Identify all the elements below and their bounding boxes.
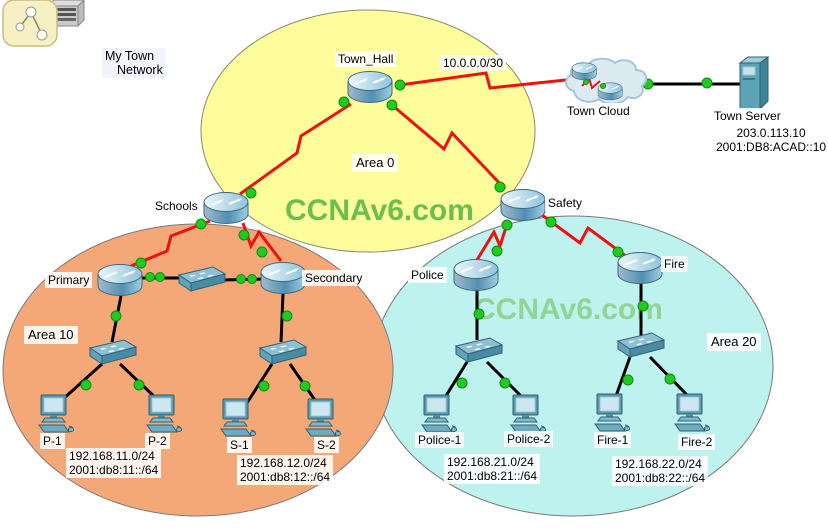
link-status-dots xyxy=(80,77,713,392)
label-fire-lan-network: 192.168.22.0/24 2001:db8:22::/64 xyxy=(612,456,709,486)
area-10-ellipse[interactable] xyxy=(2,223,394,517)
label-fire2: Fire-2 xyxy=(678,434,716,450)
workspace-title: My Town Network xyxy=(102,48,166,78)
fire-lan-ipv4: 192.168.22.0/24 xyxy=(615,457,702,471)
label-town-hall: Town_Hall xyxy=(335,51,397,67)
router-icon-town-hall[interactable] xyxy=(347,70,393,104)
label-p1: P-1 xyxy=(40,433,65,449)
serial-link-townhall-safety[interactable] xyxy=(391,103,507,191)
serial-link-safety-fire[interactable] xyxy=(541,213,628,259)
police-lan-ipv4: 192.168.21.0/24 xyxy=(447,455,534,469)
label-p2: P-2 xyxy=(145,433,170,449)
label-police1: Police-1 xyxy=(415,432,465,448)
serial-link-schools-primary[interactable] xyxy=(130,219,211,268)
cloud-mini-dot-right xyxy=(600,83,606,89)
area-20-ellipse[interactable] xyxy=(372,215,774,517)
fire-lan-ipv6: 2001:db8:22::/64 xyxy=(615,471,706,485)
label-schools: Schools xyxy=(152,198,201,214)
label-police: Police xyxy=(408,267,447,283)
label-server-addresses: 203.0.113.10 2001:DB8:ACAD::10 xyxy=(713,125,828,155)
label-police-lan-network: 192.168.21.0/24 2001:db8:21::/64 xyxy=(444,454,541,484)
workspace-title-line1: My Town xyxy=(105,49,155,63)
server-icon-town-server[interactable] xyxy=(739,56,769,110)
label-secondary: Secondary xyxy=(302,270,366,286)
router-icon-fire[interactable] xyxy=(617,251,663,285)
police-lan-ipv6: 2001:db8:21::/64 xyxy=(447,469,538,483)
eth-link-policesw-police1[interactable] xyxy=(442,361,469,400)
label-s2: S-2 xyxy=(314,437,339,453)
router-icon-primary[interactable] xyxy=(97,263,143,297)
label-safety: Safety xyxy=(545,195,586,211)
label-primary-lan-network: 192.168.11.0/24 2001:db8:11::/64 xyxy=(66,448,162,478)
secondary-lan-ipv4: 192.168.12.0/24 xyxy=(240,456,327,470)
label-secondary-lan-network: 192.168.12.0/24 2001:db8:12::/64 xyxy=(237,455,334,485)
router-icon-secondary[interactable] xyxy=(260,261,306,295)
label-wan-subnet: 10.0.0.0/30 xyxy=(440,55,507,71)
cluster-icon[interactable] xyxy=(2,0,58,47)
label-police2: Police-2 xyxy=(504,431,554,447)
primary-lan-ipv6: 2001:db8:11::/64 xyxy=(69,463,159,477)
label-primary: Primary xyxy=(45,272,93,288)
label-s1: S-1 xyxy=(227,437,252,453)
router-icon-safety[interactable] xyxy=(500,188,546,222)
server-ipv6: 2001:DB8:ACAD::10 xyxy=(716,140,827,154)
serial-link-safety-police[interactable] xyxy=(475,220,510,261)
cloud-mini-dot-left xyxy=(583,79,589,85)
watermark-text-area20: CCNAv6.com xyxy=(474,293,663,326)
workspace-title-line2: Network xyxy=(117,63,163,77)
label-area-0: Area 0 xyxy=(352,154,399,172)
primary-lan-ipv4: 192.168.11.0/24 xyxy=(69,449,155,463)
router-icon-schools[interactable] xyxy=(203,191,249,225)
eth-link-firesw-fire1[interactable] xyxy=(614,356,632,397)
label-area-10: Area 10 xyxy=(24,326,78,344)
server-ipv4: 203.0.113.10 xyxy=(736,126,806,140)
label-fire1: Fire-1 xyxy=(594,432,632,448)
serial-link-townhall-cloud[interactable] xyxy=(399,71,576,90)
watermark-text-area0: CCNAv6.com xyxy=(285,194,474,227)
cloud-mini-router-left xyxy=(571,62,597,81)
label-town-cloud: Town Cloud xyxy=(564,103,633,119)
router-icon-police[interactable] xyxy=(453,258,499,292)
label-fire: Fire xyxy=(661,256,688,272)
secondary-lan-ipv6: 2001:db8:12::/64 xyxy=(240,470,331,484)
label-town-server: Town Server xyxy=(711,108,784,124)
serial-link-townhall-schools[interactable] xyxy=(239,102,352,196)
label-area-20: Area 20 xyxy=(707,333,761,351)
